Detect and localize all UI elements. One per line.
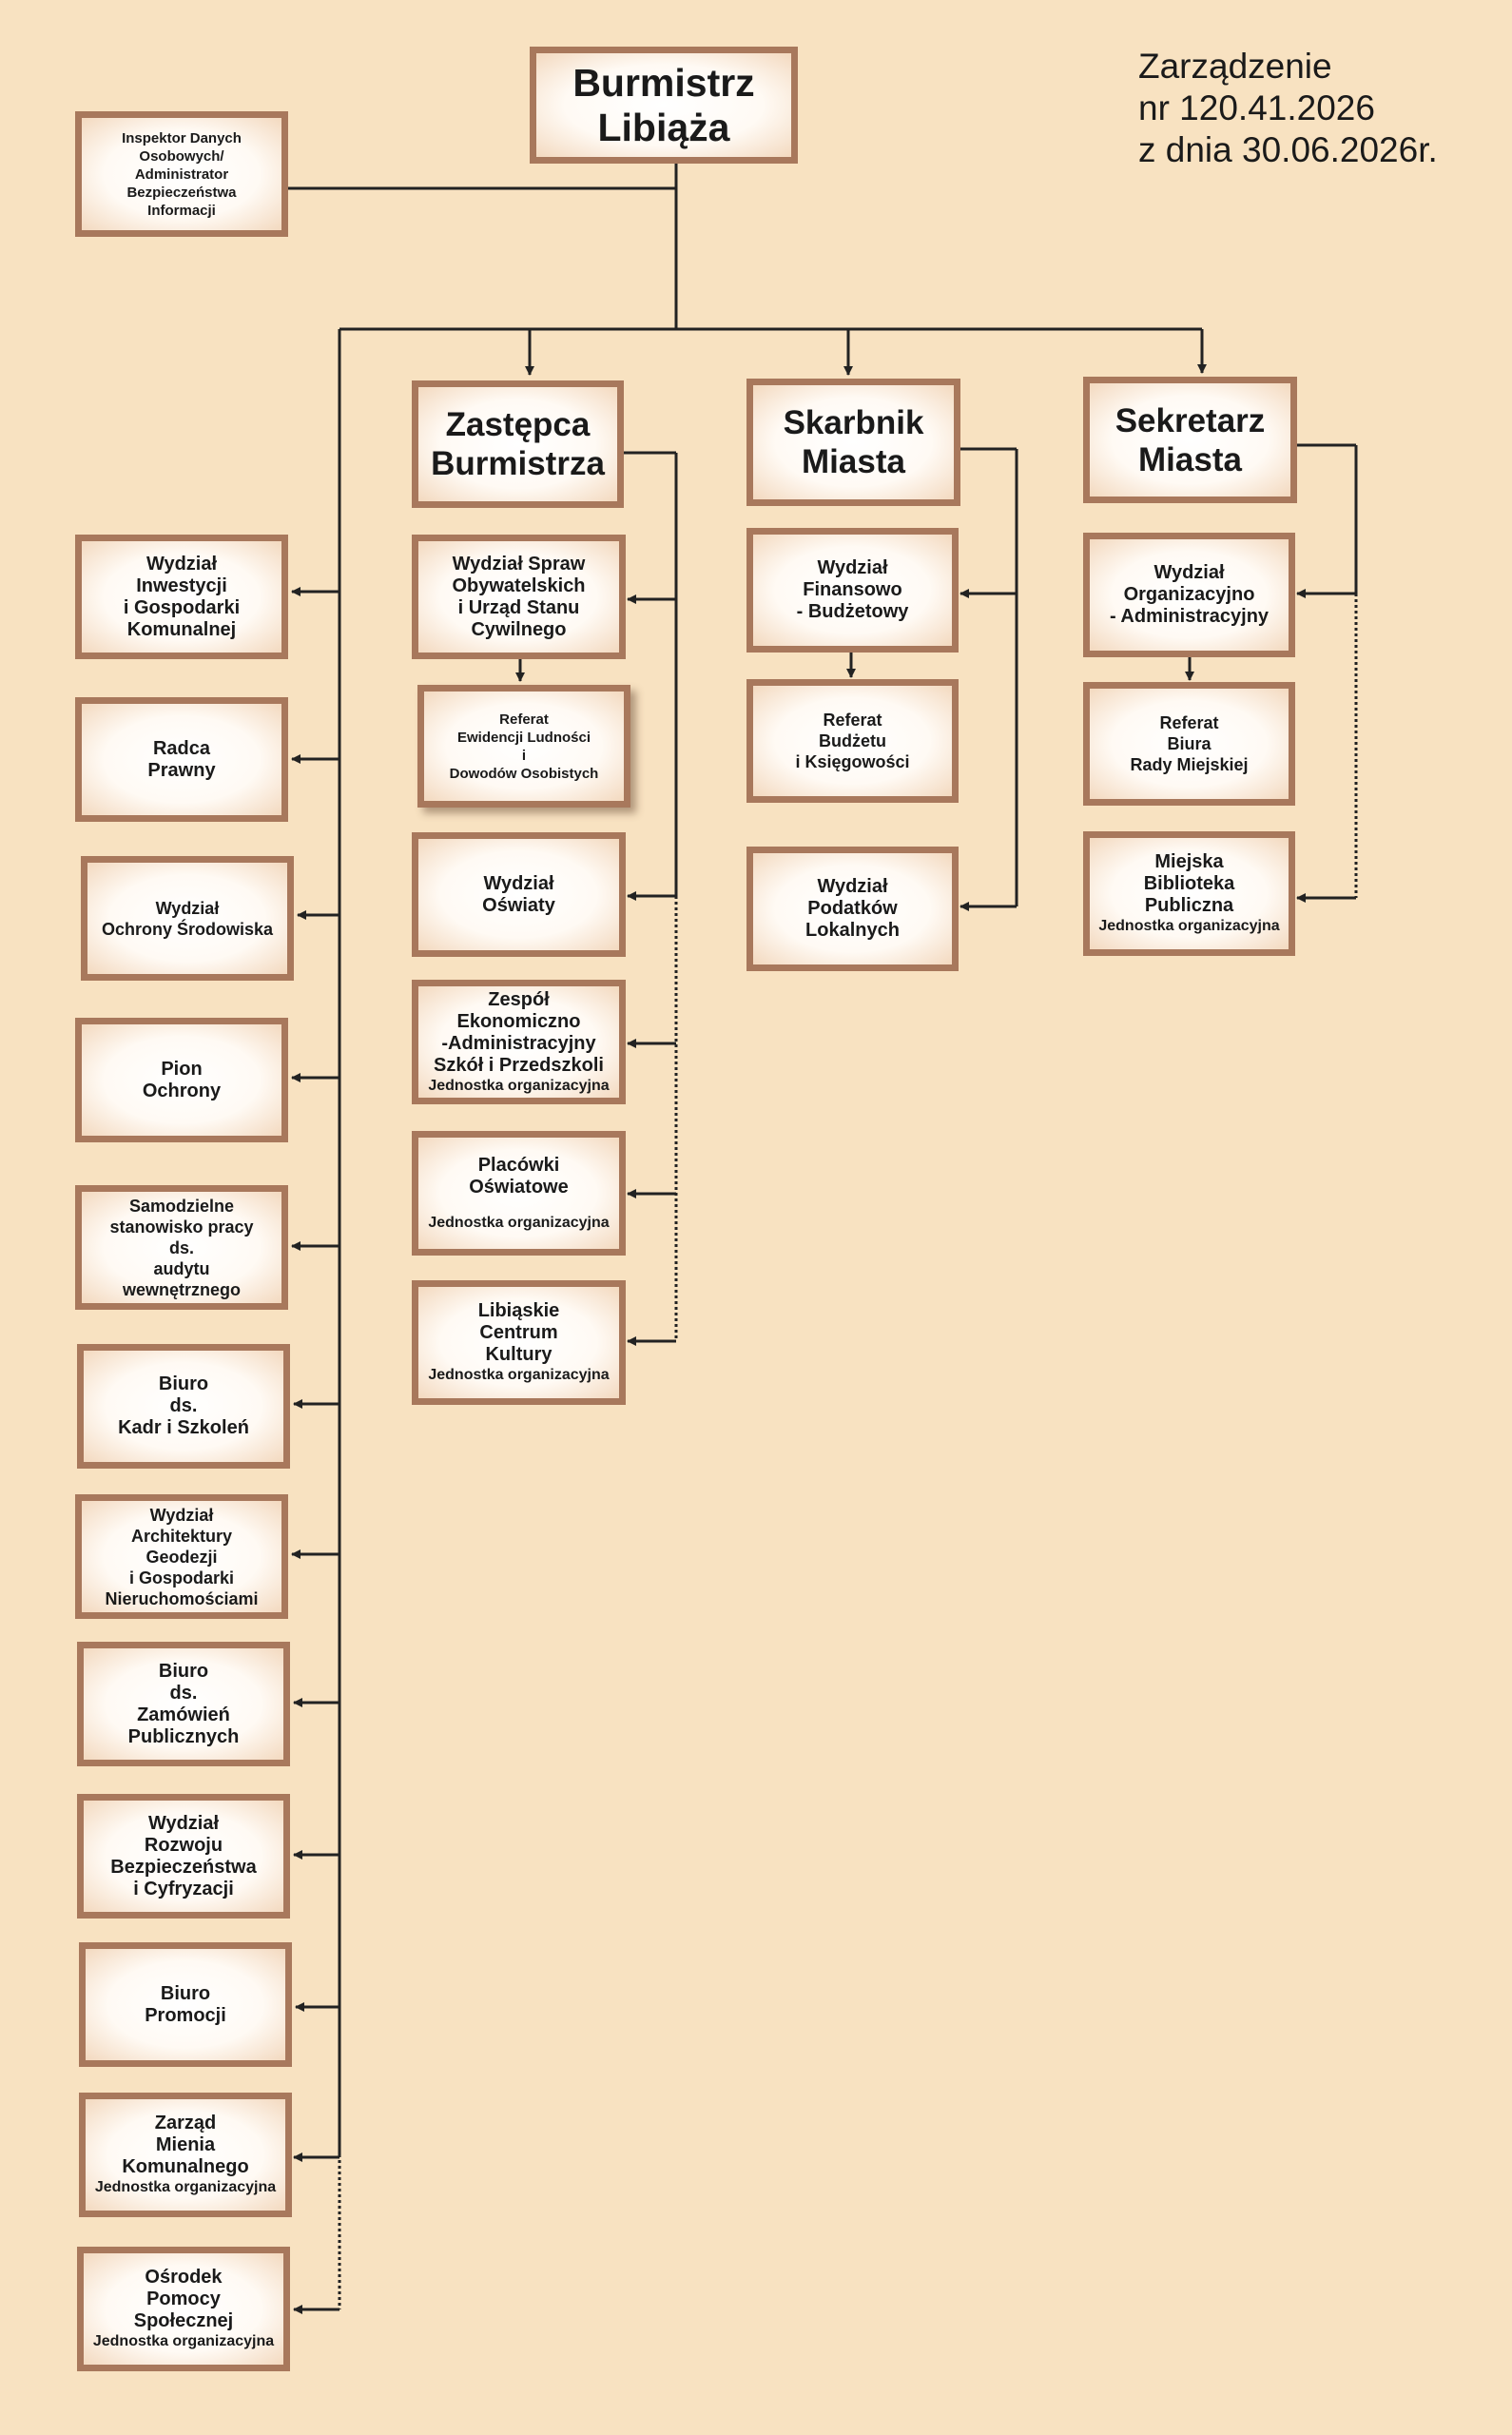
box-biuro-kadr: Biuro ds. Kadr i Szkoleń [77, 1344, 290, 1469]
unit-note: Jednostka organizacyjna [92, 2333, 275, 2349]
box-biuro-zamowien: Biuro ds. Zamówień Publicznych [77, 1642, 290, 1766]
decree-text: Zarządzenie nr 120.41.2026 z dnia 30.06.… [1138, 47, 1438, 169]
box-zastepca-burmistrza: Zastępca Burmistrza [412, 380, 624, 508]
box-sekretarz-miasta: Sekretarz Miasta [1083, 377, 1297, 503]
box-radca-prawny: Radca Prawny [75, 697, 288, 822]
unit-note: Jednostka organizacyjna [428, 1367, 610, 1383]
box-pion-ochrony: Pion Ochrony [75, 1018, 288, 1142]
box-osrodek-pomocy-label: Ośrodek Pomocy Społecznej [133, 2267, 234, 2331]
box-zarzad-mienia-label: Zarząd Mienia Komunalnego [122, 2113, 249, 2177]
box-burmistrz: Burmistrz Libiąża [530, 47, 798, 164]
box-referat-biura-rady: Referat Biura Rady Miejskiej [1083, 682, 1295, 806]
box-miejska-biblioteka-label: Miejska Biblioteka Publiczna [1143, 851, 1235, 916]
box-referat-ewidencji: Referat Ewidencji Ludności i Dowodów Oso… [417, 685, 630, 808]
box-zarzad-mienia: Zarząd Mienia Komunalnego Jednostka orga… [79, 2093, 292, 2217]
box-wydzial-spraw-obywatelskich: Wydział Spraw Obywatelskich i Urząd Stan… [412, 535, 626, 659]
box-skarbnik-miasta: Skarbnik Miasta [746, 379, 960, 506]
box-referat-budzetu: Referat Budżetu i Księgowości [746, 679, 959, 803]
box-biuro-promocji: Biuro Promocji [79, 1942, 292, 2067]
box-wydzial-podatkow: Wydział Podatków Lokalnych [746, 847, 959, 971]
box-placowki-oswiatowe-label: Placówki Oświatowe [469, 1154, 569, 1198]
unit-note: Jednostka organizacyjna [1098, 918, 1280, 934]
box-centrum-kultury: Libiąskie Centrum Kultury Jednostka orga… [412, 1280, 626, 1405]
box-wydzial-rozwoju: Wydział Rozwoju Bezpieczeństwa i Cyfryza… [77, 1794, 290, 1919]
unit-note: Jednostka organizacyjna [94, 2179, 277, 2195]
box-wydzial-architektury: Wydział Architektury Geodezji i Gospodar… [75, 1494, 288, 1619]
box-inspektor-danych: Inspektor Danych Osobowych/ Administrato… [75, 111, 288, 237]
box-placowki-oswiatowe: Placówki Oświatowe Jednostka organizacyj… [412, 1131, 626, 1256]
box-centrum-kultury-label: Libiąskie Centrum Kultury [477, 1300, 560, 1365]
box-wydzial-finansowo-budzetowy: Wydział Finansowo - Budżetowy [746, 528, 959, 653]
box-wydzial-oswiaty: Wydział Oświaty [412, 832, 626, 957]
box-osrodek-pomocy: Ośrodek Pomocy Społecznej Jednostka orga… [77, 2247, 290, 2371]
unit-note: Jednostka organizacyjna [428, 1077, 610, 1094]
box-audyt-wewnetrzny: Samodzielne stanowisko pracy ds. audytu … [75, 1185, 288, 1310]
box-wydzial-ochrony-srodowiska: Wydział Ochrony Środowiska [81, 856, 294, 981]
box-miejska-biblioteka: Miejska Biblioteka Publiczna Jednostka o… [1083, 831, 1295, 956]
unit-note: Jednostka organizacyjna [428, 1214, 610, 1231]
box-zespol-ekonomiczno: Zespół Ekonomiczno -Administracyjny Szkó… [412, 980, 626, 1104]
box-wydzial-inwestycji: Wydział Inwestycji i Gospodarki Komunaln… [75, 535, 288, 659]
box-wydzial-organizacyjny: Wydział Organizacyjno - Administracyjny [1083, 533, 1295, 657]
box-zespol-ekonomiczno-label: Zespół Ekonomiczno -Administracyjny Szkó… [434, 988, 604, 1076]
